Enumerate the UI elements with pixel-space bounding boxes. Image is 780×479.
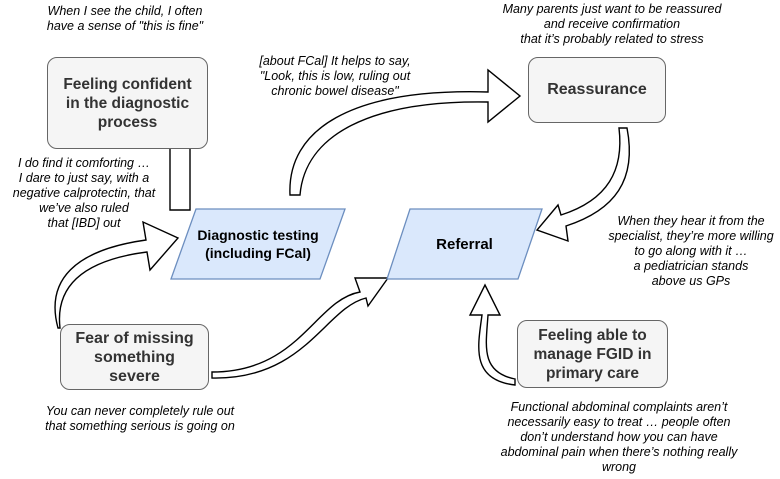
quote-line: chronic bowel disease" [271, 84, 399, 98]
quote-line: specialist, they’re more willing [608, 229, 774, 243]
quote-line: above us GPs [651, 274, 731, 288]
node-reassurance: Reassurance [528, 57, 666, 123]
quote-line: to go along with it … [634, 244, 748, 258]
node-manage-fgid-label: Feeling able to manage FGID in primary c… [533, 326, 652, 382]
quote-line: have a sense of "this is fine" [46, 19, 204, 33]
node-feeling-confident-label: Feeling confident in the diagnostic proc… [63, 75, 192, 131]
arrow-reassurance-to-referral [535, 127, 631, 243]
quote-line: You can never completely rule out [45, 404, 235, 418]
quote-line: When I see the child, I often [47, 4, 203, 18]
quote-functional: Functional abdominal complaints aren’t n… [482, 400, 756, 475]
quote-line: When they hear it from the [617, 214, 765, 228]
quote-line: necessarily easy to treat … people often [507, 415, 731, 429]
node-manage-fgid: Feeling able to manage FGID in primary c… [517, 320, 668, 388]
quote-fcal: [about FCal] It helps to say, "Look, thi… [240, 54, 430, 99]
quote-line: a pediatrician stands [633, 259, 749, 273]
quote-line: that it’s probably related to stress [520, 32, 704, 46]
node-fear-of-missing: Fear of missing something severe [60, 324, 209, 390]
quote-line: negative calprotectin, that [12, 186, 156, 200]
quote-line: [about FCal] It helps to say, [259, 54, 411, 68]
quote-line: that something serious is going on [45, 419, 235, 433]
node-referral-label: Referral [436, 235, 493, 253]
node-diagnostic-testing-label: Diagnostic testing (including FCal) [197, 227, 319, 261]
quote-line: Many parents just want to be reassured [502, 2, 722, 16]
quote-child: When I see the child, I often have a sen… [10, 4, 240, 34]
quote-line: Functional abdominal complaints aren’t [510, 400, 728, 414]
parallelogram-shape [386, 208, 543, 280]
quote-comforting: I do find it comforting … I dare to just… [2, 156, 166, 231]
arrow-fear-to-diagnostic [54, 220, 180, 329]
arrow-diagnostic-to-reassurance [289, 68, 522, 196]
node-feeling-confident: Feeling confident in the diagnostic proc… [47, 57, 208, 149]
node-fear-of-missing-label: Fear of missing something severe [75, 329, 194, 385]
quote-specialist: When they hear it from the specialist, t… [600, 214, 780, 289]
quote-line: we’ve also ruled [39, 201, 129, 215]
quote-line: abdominal pain when there’s nothing real… [500, 445, 738, 459]
arrow-manage-to-referral [468, 283, 516, 386]
quote-never: You can never completely rule out that s… [24, 404, 256, 434]
node-referral: Referral [386, 208, 543, 280]
quote-line: I dare to just say, with a [18, 171, 150, 185]
quote-line: that [IBD] out [47, 216, 121, 230]
quote-line: wrong [601, 460, 637, 474]
quote-parents: Many parents just want to be reassured a… [486, 2, 738, 47]
quote-line: "Look, this is low, ruling out [259, 69, 411, 83]
quote-line: don’t understand how you can have [520, 430, 718, 444]
node-diagnostic-testing: Diagnostic testing (including FCal) [170, 208, 346, 280]
arrow-fear-to-referral [211, 277, 390, 379]
parallelogram-shape [170, 208, 346, 280]
quote-line: and receive confirmation [543, 17, 681, 31]
node-reassurance-label: Reassurance [547, 81, 647, 98]
quote-line: I do find it comforting … [17, 156, 150, 170]
